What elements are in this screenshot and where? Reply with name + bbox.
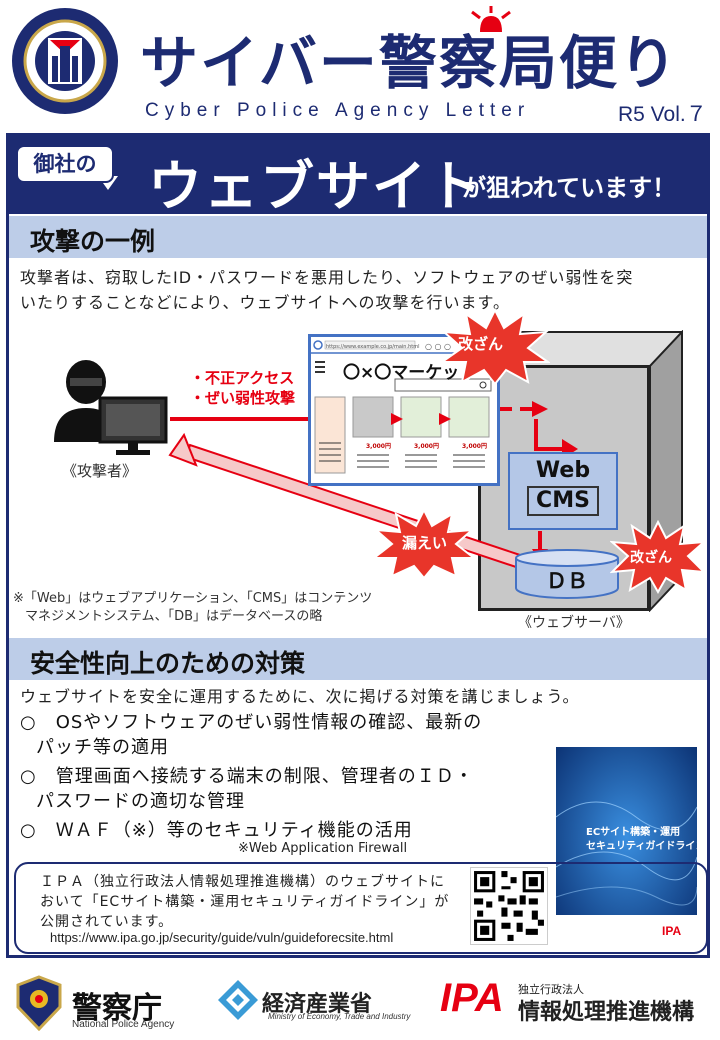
tamper-burst-db-icon (610, 520, 706, 594)
price-label: 3,000円 (366, 443, 391, 450)
waf-note: ※Web Application Firewall (238, 841, 408, 856)
booklet-wave-art (556, 747, 697, 947)
npa-emblem-icon (16, 975, 62, 1031)
section-title-measures: 安全性向上のための対策 (30, 649, 306, 678)
guideline-url-link[interactable]: https://www.ipa.go.jp/security/guide/vul… (50, 930, 394, 945)
market-name: 〇×〇マーケット (343, 363, 477, 383)
booklet-brand: IPA (662, 924, 682, 938)
note-line: マネジメントシステム、「DB」はデータベースの略 (25, 609, 323, 624)
ipa-org-type: 独立行政法人 (518, 983, 584, 996)
banner-tag: 御社の (16, 145, 114, 183)
qr-code-icon[interactable] (470, 867, 548, 945)
page-title: サイバー警察局便り (140, 29, 679, 97)
attack-label-unauthorized: ・不正アクセス (190, 369, 295, 387)
leak-burst-icon (372, 508, 476, 580)
page-subtitle: Cyber Police Agency Letter (145, 100, 531, 121)
guideline-booklet-cover (556, 747, 697, 947)
measure-item-cont: パッチ等の適用 (36, 737, 169, 758)
note-line: ※「Web」はウェブアプリケーション、「CMS」はコンテンツ (13, 591, 373, 606)
measure-item-cont: パスワードの適切な管理 (36, 791, 245, 812)
ipa-org-name: 情報処理推進機構 (518, 1000, 695, 1025)
attack-description-line1: 攻撃者は、窃取したID・パスワードを悪用したり、ソフトウェアのぜい弱性を突 (20, 268, 634, 287)
meti-logo-text: 経済産業省 (262, 992, 373, 1017)
leak-label: 漏えい (402, 534, 448, 552)
browser-url: https://www.example.co.jp/main.html (326, 344, 420, 350)
section-header-attack (9, 216, 707, 258)
db-label: ＤＢ (546, 569, 588, 593)
cyber-bureau-seal (12, 8, 118, 114)
tamper-label-db: 改ざん (630, 550, 672, 566)
ipa-logo: IPA (440, 976, 504, 1020)
meti-logo-en: Ministry of Economy, Trade and Industry (268, 1012, 411, 1021)
cms-label: CMS (527, 486, 599, 516)
measure-item: ○ ＷＡＦ（※）等のセキュリティ機能の活用 (20, 820, 413, 841)
attacker-caption: 《攻撃者》 (62, 462, 138, 480)
booklet-title-line1: ECサイト構築・運用 (586, 827, 681, 838)
measures-intro: ウェブサイトを安全に運用するために、次に掲げる対策を講じましょう。 (20, 687, 580, 706)
npa-logo-text: 警察庁 (72, 991, 162, 1026)
measure-item: ○ OSやソフトウェアのぜい弱性情報の確認、最新の (20, 712, 483, 733)
tamper-burst-icon (440, 308, 550, 386)
siren-icon (471, 6, 511, 32)
info-line: ＩＰＡ（独立行政法人情報処理推進機構）のウェブサイトに (40, 874, 445, 890)
attack-label-vulnerability: ・ぜい弱性攻撃 (190, 389, 296, 407)
content-frame (6, 133, 710, 958)
ipa-info-text: ＩＰＡ（独立行政法人情報処理推進機構）のウェブサイトに おいて「ECサイト構築・… (40, 872, 449, 932)
volume-label: R5 Vol.７ (618, 103, 707, 126)
npa-logo-en: National Police Agency (72, 1019, 175, 1030)
info-line: 公開されています。 (40, 914, 174, 930)
server-caption: 《ウェブサーバ》 (518, 615, 630, 631)
section-title-attack: 攻撃の一例 (30, 227, 156, 256)
measure-item: ○ 管理画面へ接続する端末の制限、管理者のＩＤ・ (20, 766, 474, 787)
price-label: 3,000円 (462, 443, 487, 450)
meti-emblem-icon (218, 980, 258, 1020)
attacker-icon (54, 360, 168, 455)
attack-description-line2: いたりすることなどにより、ウェブサイトへの攻撃を行います。 (20, 293, 510, 312)
booklet-title-line2: セキュリティガイドライン (586, 841, 706, 852)
attack-labels: ・不正アクセス ・ぜい弱性攻撃 (190, 368, 295, 408)
section-header-measures (9, 638, 707, 680)
headline-banner (9, 136, 707, 214)
price-label: 3,000円 (414, 443, 439, 450)
web-label: Web (535, 458, 591, 483)
browser-content (311, 340, 497, 474)
ipa-info-box (14, 862, 708, 954)
info-line: おいて「ECサイト構築・運用セキュリティガイドライン」が (40, 894, 450, 910)
banner-headline: ウェブサイト (148, 155, 484, 218)
browser-controls: ○ ○ ○ (425, 342, 452, 351)
database-icon (515, 549, 619, 599)
banner-headline-suffix: が狙われています！ (462, 174, 677, 202)
abbreviation-note: ※「Web」はウェブアプリケーション、「CMS」はコンテンツ マネジメントシステ… (13, 590, 372, 626)
tamper-label-site: 改ざん (458, 335, 504, 353)
